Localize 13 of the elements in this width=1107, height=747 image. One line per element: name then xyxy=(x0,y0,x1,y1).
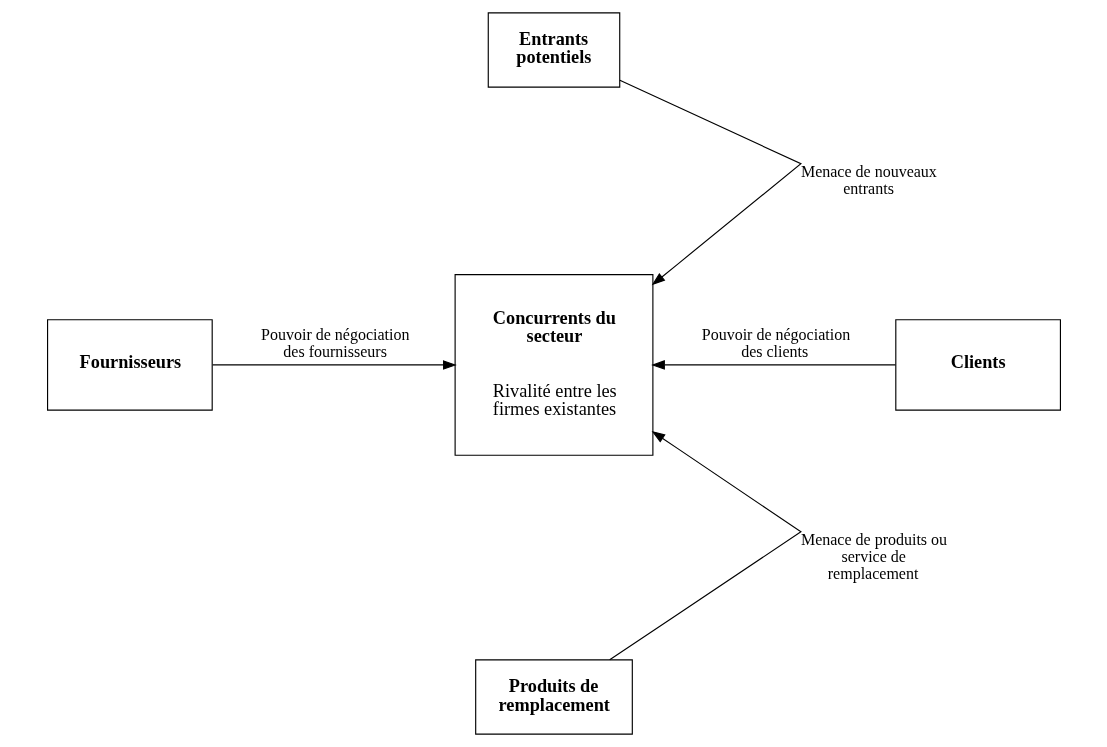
arrow xyxy=(211,360,457,370)
node-box: Clients xyxy=(894,319,1061,411)
edge-label: Pouvoir de négociation des fournisseurs xyxy=(260,326,409,361)
node-box: Entrants potentiels xyxy=(487,12,620,88)
node-box: Produits de remplacement xyxy=(474,659,633,735)
edge-label: Menace de nouveaux entrants xyxy=(800,162,937,197)
node-box: Fournisseurs xyxy=(46,319,213,411)
edge-label: Pouvoir de négociation des clients xyxy=(701,326,850,361)
arrow xyxy=(650,360,896,370)
node-box: Concurrents du secteur Rivalité entre les firmes existantes xyxy=(454,274,653,456)
arrow xyxy=(608,430,801,661)
edge-label: Menace de produits ou service de remplacement xyxy=(800,530,947,582)
arrow xyxy=(618,79,801,286)
